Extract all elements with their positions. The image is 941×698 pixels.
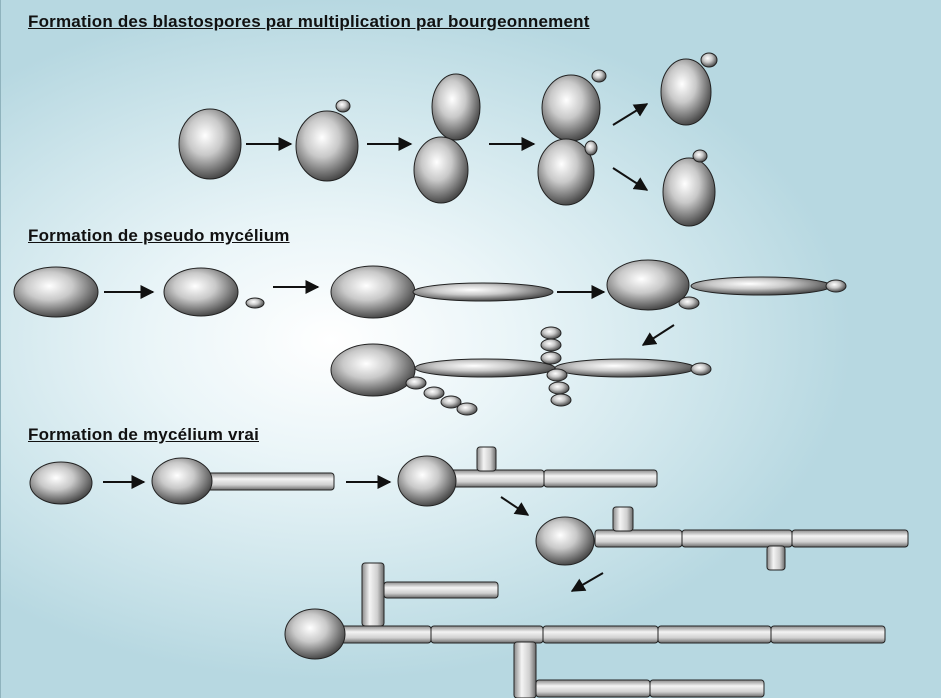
hypha-branch: [514, 642, 536, 698]
hypha-segment: [792, 530, 908, 547]
hypha-branch: [362, 563, 384, 626]
bud: [336, 100, 350, 112]
hypha-segment: [449, 470, 544, 487]
hypha-segment: [658, 626, 771, 643]
bud: [541, 352, 561, 364]
arrow: [613, 104, 647, 125]
arrow: [613, 168, 647, 190]
cell: [152, 458, 212, 504]
bud: [691, 363, 711, 375]
bud: [246, 298, 264, 308]
bud: [541, 327, 561, 339]
hypha-segment: [341, 626, 431, 643]
bud: [549, 382, 569, 394]
arrow: [643, 325, 674, 345]
pseudohypha-cell: [691, 277, 831, 295]
hypha-branch: [613, 507, 633, 531]
blastospore-budding-group: [179, 53, 717, 226]
pseudohypha-cell: [413, 283, 553, 301]
cell: [179, 109, 241, 179]
cell: [414, 137, 468, 203]
cell: [14, 267, 98, 317]
hypha-segment: [431, 626, 543, 643]
bud: [592, 70, 606, 82]
cell: [296, 111, 358, 181]
bud: [826, 280, 846, 292]
cell: [607, 260, 689, 310]
bud: [551, 394, 571, 406]
cell: [661, 59, 711, 125]
pseudohypha-cell: [555, 359, 695, 377]
bud: [457, 403, 477, 415]
bud: [679, 297, 699, 309]
cell: [164, 268, 238, 316]
cell: [536, 517, 594, 565]
cell: [663, 158, 715, 226]
pseudo-mycelium-group: [14, 260, 846, 415]
bud: [406, 377, 426, 389]
cell: [285, 609, 345, 659]
cell: [30, 462, 92, 504]
hypha-segment: [595, 530, 682, 547]
hypha-segment: [384, 582, 498, 598]
bud: [541, 339, 561, 351]
pseudohypha-cell: [415, 359, 555, 377]
bud: [693, 150, 707, 162]
arrow: [572, 573, 603, 591]
hypha-segment: [650, 680, 764, 697]
bud: [701, 53, 717, 67]
hypha-branch: [477, 447, 496, 471]
bud: [424, 387, 444, 399]
hypha-segment: [536, 680, 650, 697]
cell: [542, 75, 600, 141]
bud: [547, 369, 567, 381]
cell: [331, 344, 415, 396]
true-mycelium-group: [30, 447, 908, 698]
cell: [398, 456, 456, 506]
hypha-segment: [771, 626, 885, 643]
hypha-segment: [544, 470, 657, 487]
cell: [432, 74, 480, 140]
arrow: [501, 497, 528, 515]
cell: [331, 266, 415, 318]
hypha-segment: [543, 626, 658, 643]
bud: [585, 141, 597, 155]
hypha-segment: [682, 530, 792, 547]
hypha-branch: [767, 546, 785, 570]
